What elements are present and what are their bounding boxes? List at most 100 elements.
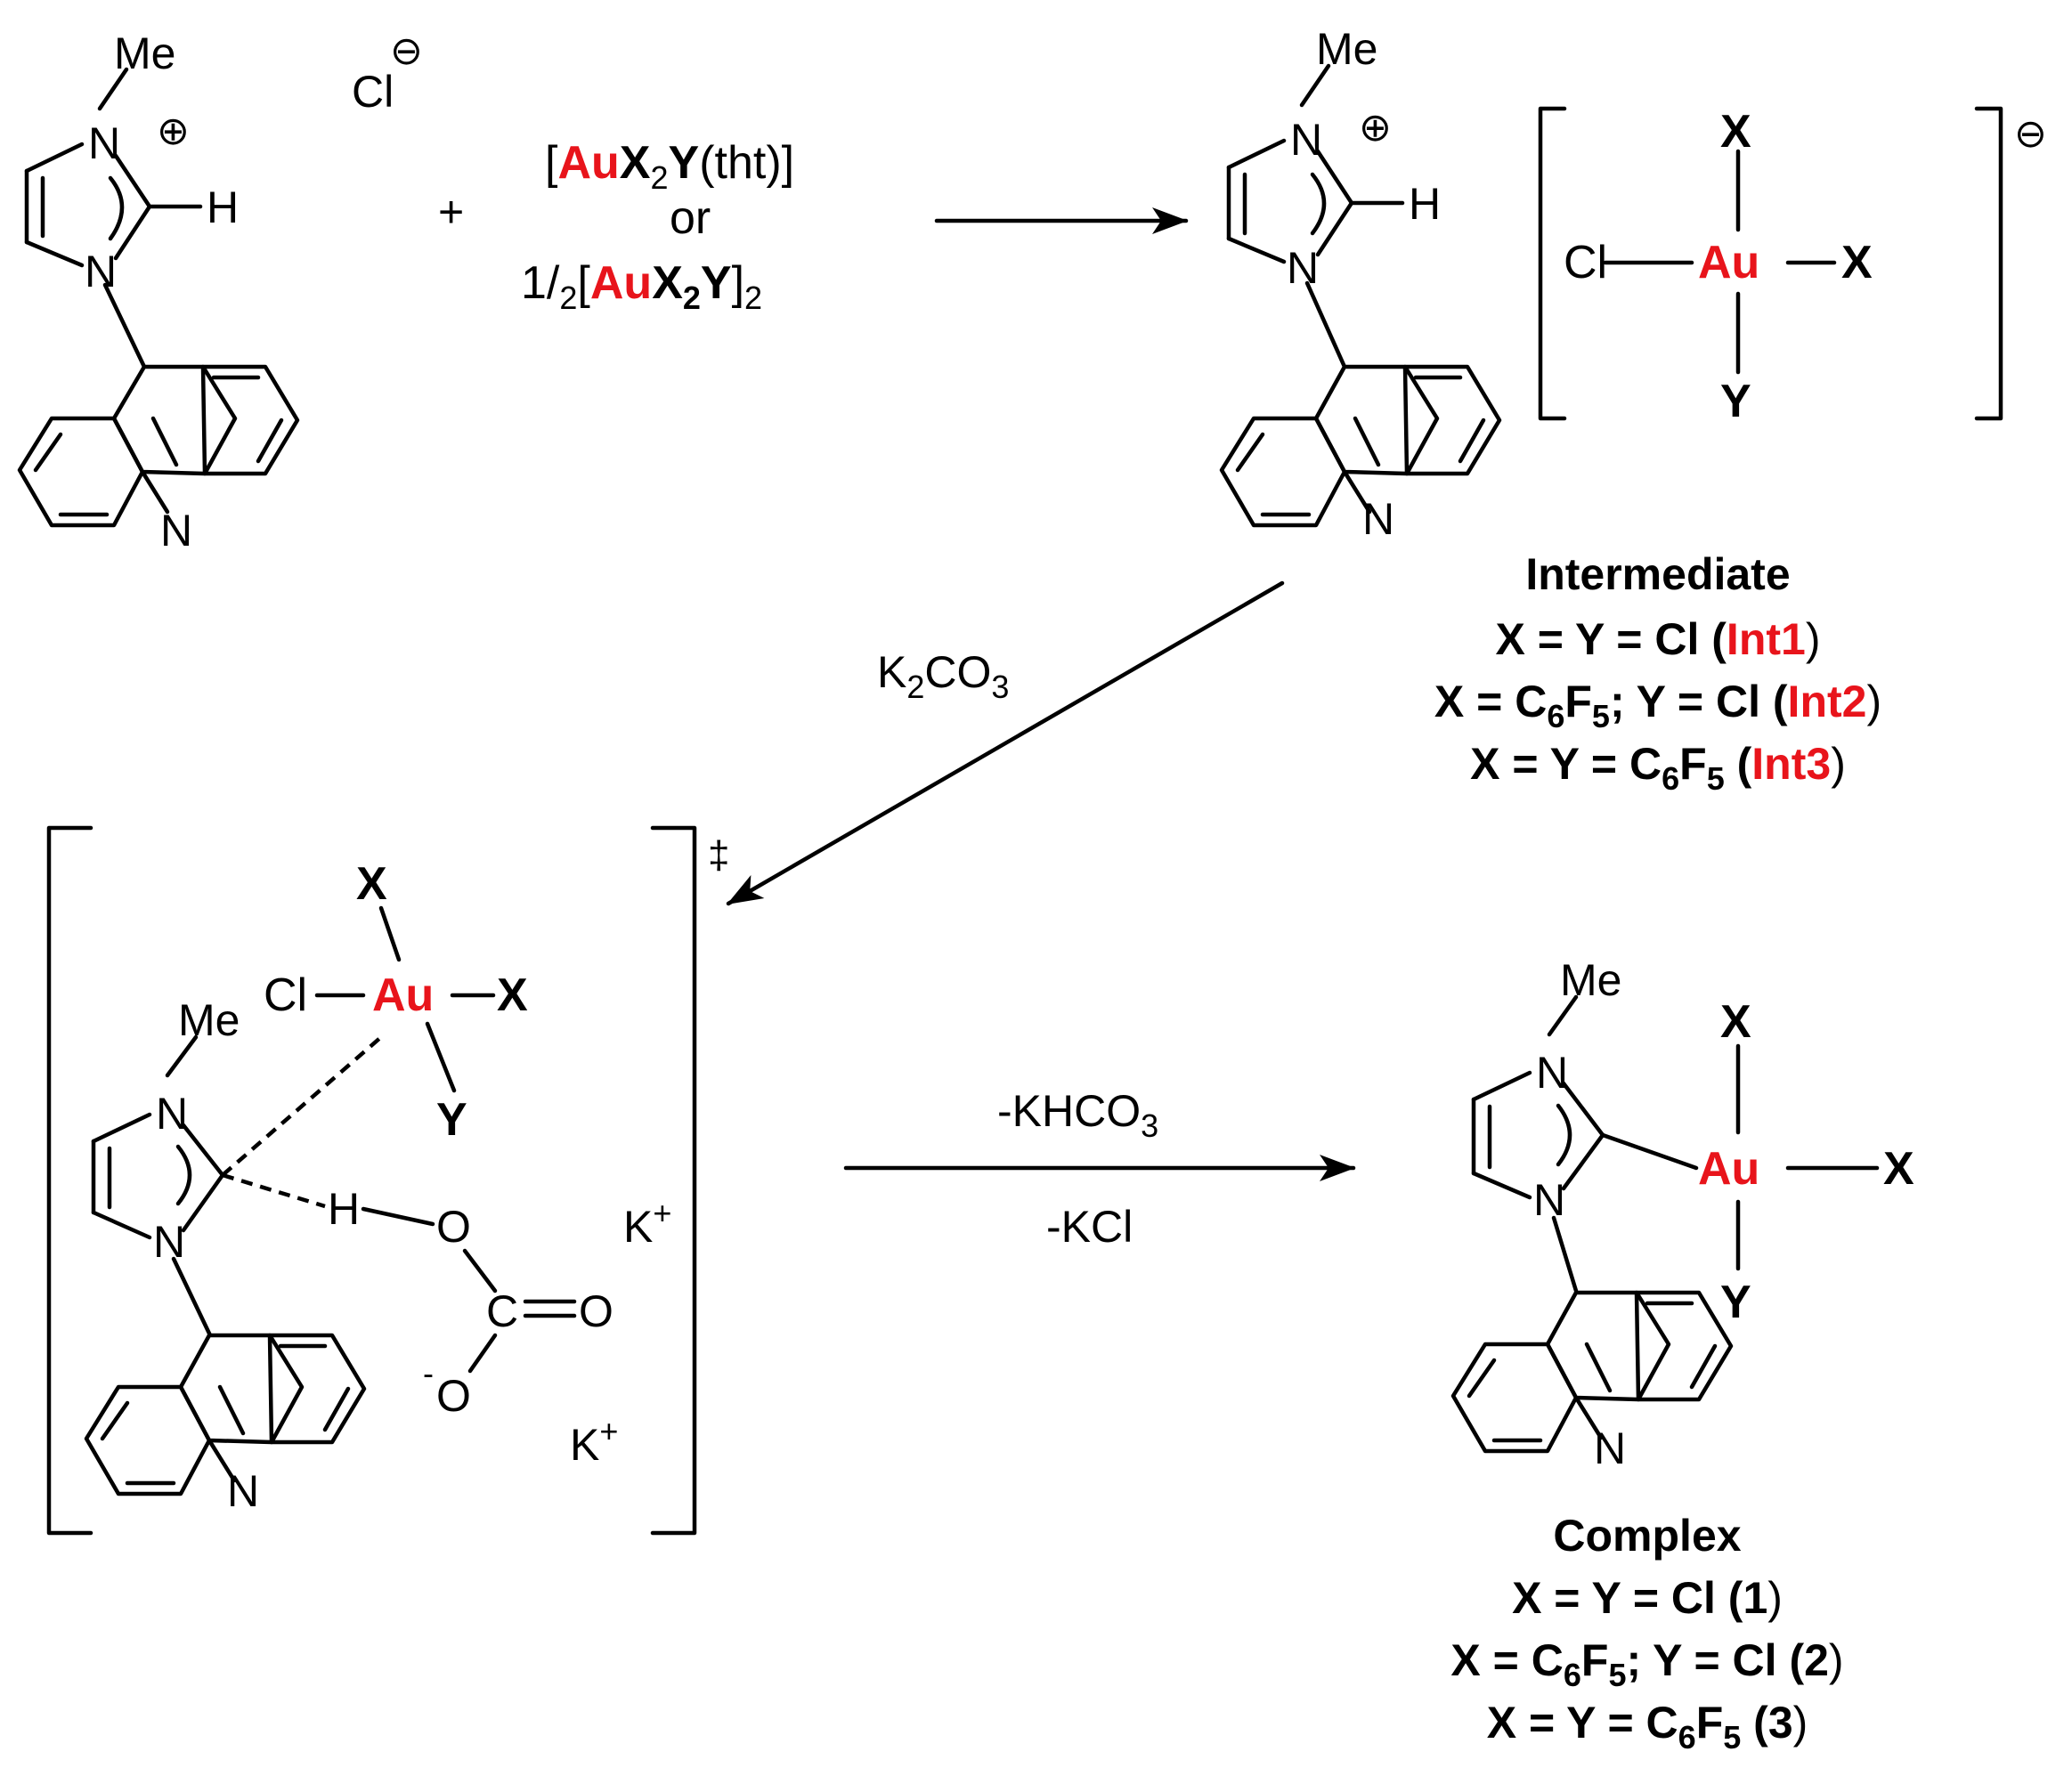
subscript: 6 <box>1662 760 1679 797</box>
intermediate-label-int2: Int2 <box>1788 677 1867 726</box>
complex-formula-2: X = C <box>1450 1635 1563 1685</box>
superscript: + <box>599 1413 618 1449</box>
byproduct-khco3: -KHCO3 <box>997 1086 1158 1144</box>
ligand-y: Y <box>436 1094 467 1146</box>
ligand-x-right: X <box>1841 237 1873 288</box>
base-reagent: K2CO3 <box>877 647 1009 705</box>
superscript: + <box>653 1195 671 1231</box>
formula-part: F <box>1581 1635 1609 1685</box>
subscript: 2 <box>683 280 701 316</box>
byproduct-kcl: -KCl <box>1046 1202 1133 1252</box>
ligand-y: Y <box>1720 376 1751 427</box>
acridine-n: N <box>1594 1423 1626 1473</box>
atom-n1: N <box>1536 1048 1568 1098</box>
ligand-x-right: X <box>497 969 528 1021</box>
subscript: 5 <box>1608 1657 1626 1693</box>
y-ligand: Y <box>701 257 732 309</box>
subscript: 5 <box>1723 1719 1741 1756</box>
k: K <box>877 647 906 697</box>
intermediate-title: Intermediate <box>1525 549 1790 599</box>
subscript: 5 <box>1707 760 1725 797</box>
potassium-cation-2: K+ <box>570 1413 618 1470</box>
co: CO <box>924 647 991 697</box>
subscript: 6 <box>1678 1719 1696 1756</box>
ligand-x-top: X <box>356 858 387 910</box>
ligand-cl: Cl <box>1564 237 1607 288</box>
subscript: 3 <box>1141 1107 1158 1144</box>
intermediate-formula-1: X = Y = Cl ( <box>1496 614 1727 664</box>
reagent-bracket: ] <box>732 257 744 309</box>
atom-n1: N <box>88 118 120 168</box>
svg-text:1/2[AuX2Y]2: 1/2[AuX2Y]2 <box>521 257 762 316</box>
atom-h: H <box>328 1184 360 1234</box>
gold-atom: Au <box>590 257 652 309</box>
subscript: 3 <box>991 669 1009 705</box>
acridine-n: N <box>1362 494 1394 544</box>
atom-n3: N <box>153 1217 185 1267</box>
intermediate-label-int1: Int1 <box>1727 614 1806 664</box>
paren: ) <box>1829 1635 1844 1685</box>
formula-part: F <box>1564 677 1592 726</box>
plus-charge: ⊕ <box>157 109 190 153</box>
acridine-n: N <box>160 506 192 556</box>
reagent-bracket: [ <box>545 137 558 189</box>
complex-formula-1: X = Y = Cl ( <box>1512 1573 1743 1623</box>
reagent-bracket: [ <box>577 257 590 309</box>
ligand-y: Y <box>1720 1277 1751 1328</box>
ligand-x-right: X <box>1883 1143 1914 1195</box>
intermediate-formula-2: X = C <box>1434 677 1547 726</box>
gold-atom: Au <box>1698 237 1759 288</box>
reaction-arrow-2 <box>726 580 1285 906</box>
x-ligand: X <box>652 257 683 309</box>
svg-text:[AuX2Y(tht)]: [AuX2Y(tht)] <box>545 137 794 196</box>
svg-text:X = C6F5; Y = Cl (2): X = C6F5; Y = Cl (2) <box>1450 1635 1843 1693</box>
methyl-label: Me <box>178 995 240 1045</box>
atom-n1: N <box>156 1089 188 1139</box>
chloride-anion: Cl <box>352 67 394 117</box>
subscript: 6 <box>1547 698 1564 734</box>
atom-o-double: O <box>579 1286 613 1336</box>
complex-caption: Complex X = Y = Cl (1) X = C6F5; Y = Cl … <box>1450 1511 1843 1756</box>
y-ligand: Y <box>669 137 700 189</box>
svg-text:X = Y = Cl (1): X = Y = Cl (1) <box>1512 1573 1783 1623</box>
gold-complex: N N Me X Au X Y N <box>1450 955 1914 1473</box>
acridine-n: N <box>227 1466 259 1516</box>
gold-atom: Au <box>1698 1143 1759 1195</box>
subscript: 2 <box>906 669 924 705</box>
svg-text:X = Y = C6F5 (Int3): X = Y = C6F5 (Int3) <box>1470 739 1846 797</box>
atom-n3: N <box>1287 243 1319 293</box>
plus-charge: ⊕ <box>1359 106 1392 150</box>
atom-n3: N <box>1533 1175 1565 1225</box>
formula-part: F <box>1696 1698 1724 1748</box>
formula-part: ; Y = Cl ( <box>1626 1635 1804 1685</box>
methyl-label: Me <box>1316 24 1377 74</box>
complex-label-2: 2 <box>1804 1635 1829 1685</box>
methyl-label: Me <box>1560 955 1621 1005</box>
formula-part: ; Y = Cl ( <box>1610 677 1788 726</box>
fraction-numerator: 1 <box>521 257 547 309</box>
intermediate-label-int3: Int3 <box>1751 739 1831 789</box>
fraction-slash: / <box>547 257 560 309</box>
ligand-x-top: X <box>1720 996 1751 1048</box>
atom-h: H <box>207 182 239 232</box>
formula-part: F <box>1679 739 1707 789</box>
svg-text:X = Y = Cl (Int1): X = Y = Cl (Int1) <box>1496 614 1821 664</box>
atom-n3: N <box>85 247 117 296</box>
methyl-label: Me <box>114 28 175 78</box>
aurate-anion: X Cl Au X Y ⊖ <box>1538 106 2047 427</box>
ligand-x-top: X <box>1720 106 1751 158</box>
subscript: 5 <box>1592 698 1610 734</box>
gold-atom: Au <box>557 137 619 189</box>
paren: ) <box>1793 1698 1808 1748</box>
plus-sign: + <box>438 187 464 237</box>
subscript: 2 <box>650 159 668 196</box>
svg-text:X = C6F5; Y = Cl (Int2): X = C6F5; Y = Cl (Int2) <box>1434 677 1881 734</box>
paren: ) <box>1866 677 1881 726</box>
x-ligand: X <box>620 137 651 189</box>
formula-part: ( <box>1725 739 1752 789</box>
atom-o-h: O <box>436 1202 471 1252</box>
minus-charge: ⊖ <box>2014 112 2047 156</box>
byproduct-text: -KHCO <box>997 1086 1141 1136</box>
paren: ) <box>1806 614 1821 664</box>
paren: ) <box>1767 1573 1783 1623</box>
